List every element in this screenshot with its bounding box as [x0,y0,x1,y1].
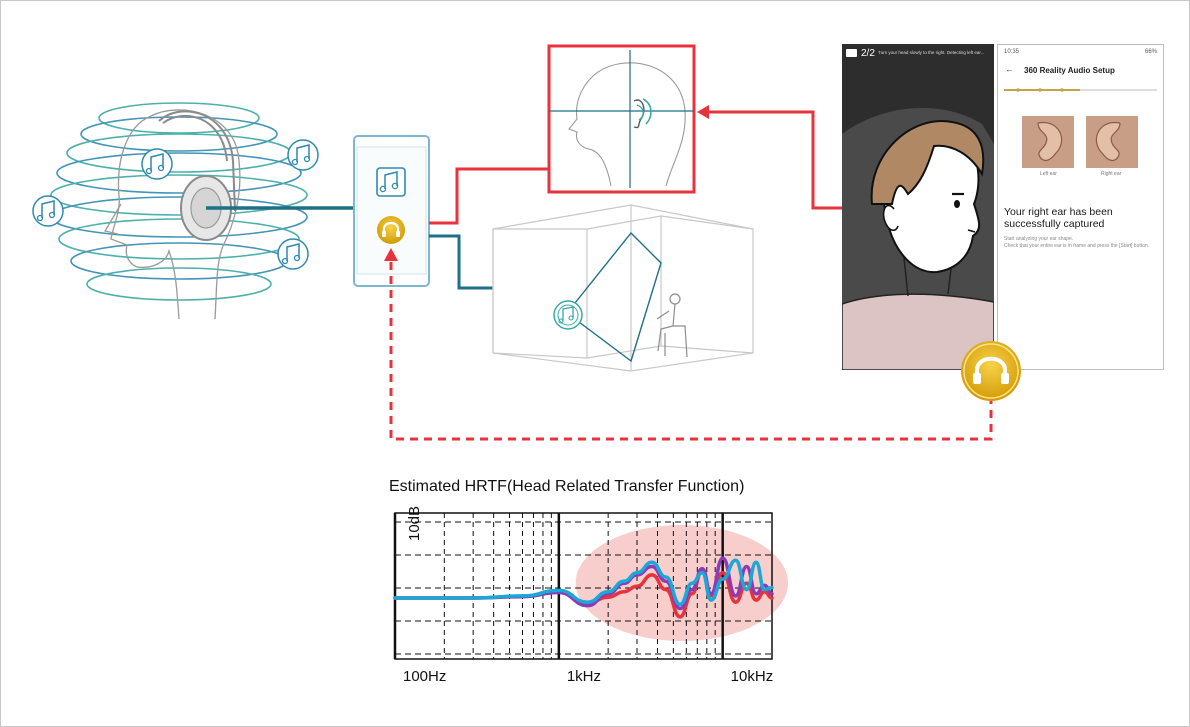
music-note-icon [553,300,583,330]
music-note-icon [287,139,319,171]
room-illustration [492,204,754,372]
listener-illustration [32,102,319,320]
head-profile-box [547,44,696,194]
setup-hint: Start analyzing your ear shape. Check th… [1004,236,1156,249]
camera-icon [846,49,857,57]
hrtf-feedback-path [389,261,993,441]
right-ear-label: Right ear [1101,171,1122,177]
setup-screenshot: 10:35 66% ← 360 Reality Audio Setup Left… [997,44,1164,370]
chart-title: Estimated HRTF(Head Related Transfer Fun… [389,478,745,495]
arrow-head-icon [697,105,709,119]
status-time: 10:35 [1004,49,1020,55]
capture-success-message: Your right ear has been successfully cap… [1004,206,1113,230]
ear-scan-screenshot: 2/2 Turn your head slowly to the right. … [842,44,994,370]
seated-listener [656,293,688,358]
scan-counter: 2/2 [861,48,875,59]
left-ear-label: Left ear [1040,171,1057,177]
music-app-icon [376,167,406,197]
status-battery: 66% [1144,49,1157,55]
headphones-icon [961,341,1021,401]
ear-photos [1022,116,1138,168]
personalized-path [429,167,549,225]
music-note-icon [277,238,309,270]
face-illustration [842,108,994,370]
sound-rings [50,102,308,301]
hint-line-1: Start analyzing your ear shape. [1004,236,1074,242]
arrow-head-icon [384,248,398,261]
ear-scan-path [706,110,842,210]
x-tick-label: 100Hz [403,668,447,685]
y-axis-label: 10dB [406,505,423,541]
back-arrow-icon[interactable]: ← [1005,64,1014,74]
setup-title: 360 Reality Audio Setup [1024,66,1115,75]
hint-line-2: Check that your entire ear is in frame a… [1004,242,1150,249]
music-note-icon [32,195,64,227]
headphones-icon [377,216,405,244]
status-bar: 10:35 66% [998,45,1163,55]
room-path [429,234,493,290]
x-tick-label: 1kHz [566,668,602,685]
x-tick-label: 10kHz [730,668,774,685]
scan-instruction: Turn your head slowly to the right. Dete… [878,50,985,55]
progress-indicator [1004,88,1157,92]
music-note-icon [141,148,173,180]
